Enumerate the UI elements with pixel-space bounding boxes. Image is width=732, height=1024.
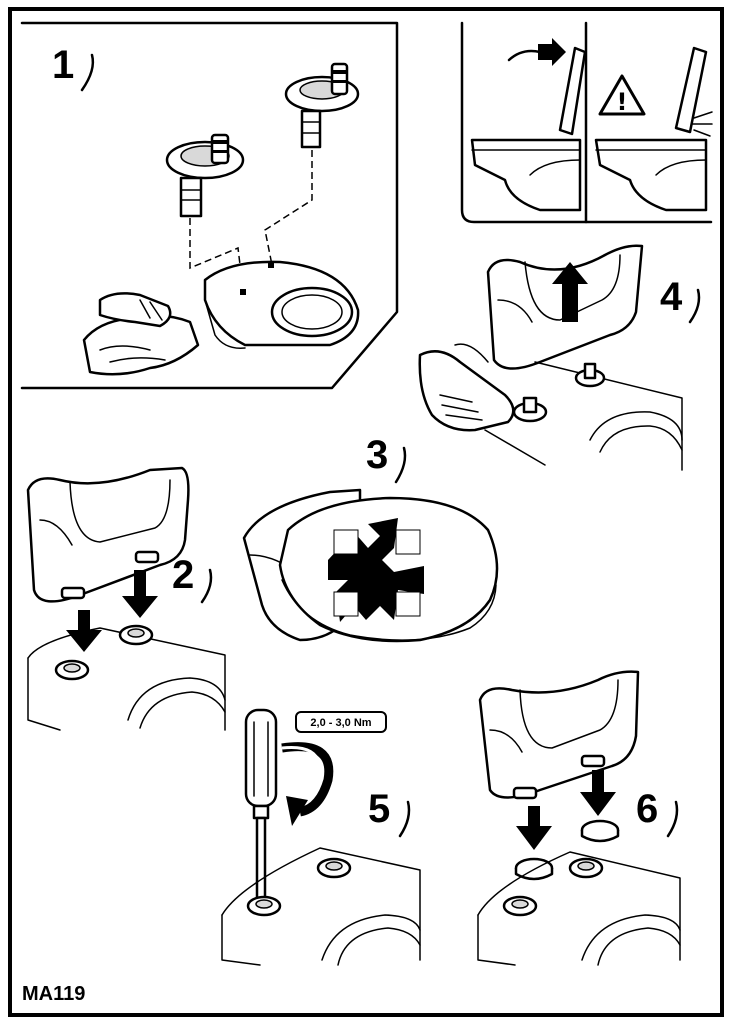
panel-step-5: 5 2,0 - 3,0 Nm (221, 708, 421, 966)
panel-step-1: 1 (20, 21, 399, 390)
step-6-number: 6 (636, 787, 658, 831)
hand-cloth-icon (82, 292, 200, 376)
hinge-bolt-icon (118, 624, 154, 646)
lift-arrow (552, 262, 588, 322)
hinge-bolt-icon (512, 396, 548, 423)
hinge-bolt-icon (165, 133, 245, 218)
cap-arrow-right (580, 770, 616, 816)
seat-lid (26, 466, 190, 603)
hinge-bolt-icon (284, 62, 360, 149)
seat-lid (478, 670, 640, 799)
hinge-bolt-icon (574, 362, 606, 388)
hinge-bolt-icon (568, 857, 604, 879)
toilet-bowl-top (221, 847, 421, 961)
panel-step-3: 3 (242, 433, 499, 643)
toilet-bowl (203, 260, 360, 349)
step-3-number: 3 (366, 433, 388, 477)
hinge-bolt-icon (502, 895, 538, 917)
svg-text:2,0 - 3,0 Nm: 2,0 - 3,0 Nm (310, 717, 371, 729)
rotation-arrow-icon (281, 742, 334, 826)
warning-triangle-icon: ! (598, 74, 646, 116)
toilet-bowl-top (477, 851, 681, 961)
hand-press-icon (418, 343, 546, 466)
bolt-guide-right (264, 150, 313, 266)
hinge-bolt-icon (316, 857, 352, 879)
step-5-number: 5 (368, 787, 390, 831)
step-4-number: 4 (660, 275, 683, 319)
panel-1-border (20, 21, 399, 390)
cover-cap-icon (514, 857, 554, 881)
toilet-side-view-ok (470, 38, 587, 212)
document-code: MA119 (22, 983, 85, 1005)
cap-arrow-left (516, 806, 552, 850)
hinge-bolt-icon (54, 659, 90, 681)
screwdriver-icon (244, 708, 278, 904)
toilet-side-view-warning (594, 46, 713, 212)
step-1-tick (80, 53, 95, 92)
toilet-bowl-top (534, 361, 683, 471)
panel-step-6: 6 (477, 670, 681, 966)
svg-text:!: ! (617, 88, 628, 116)
cover-cap-icon (580, 819, 620, 843)
warning-panel-border (460, 21, 713, 224)
hinge-bolt-icon (246, 895, 282, 917)
step-2-number: 2 (172, 553, 194, 597)
place-arrow-right (122, 570, 158, 618)
step-1-number: 1 (52, 43, 74, 87)
torque-label: 2,0 - 3,0 Nm (295, 711, 387, 733)
outer-frame (8, 7, 724, 1017)
move-cross-icon (328, 518, 424, 622)
panel-step-2: 2 (26, 466, 226, 731)
toilet-bowl-top (27, 627, 226, 731)
panel-warning: ! (460, 21, 713, 224)
panel-step-4: 4 (418, 244, 701, 471)
